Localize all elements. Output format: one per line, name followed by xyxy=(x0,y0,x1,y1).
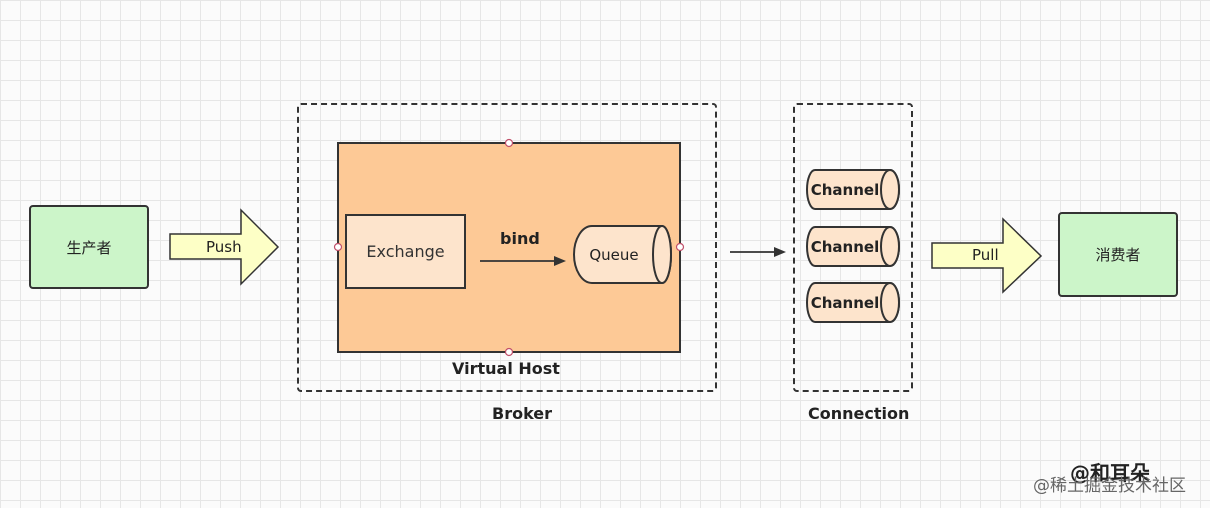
consumer-node: 消费者 xyxy=(1058,212,1178,297)
connection-container xyxy=(793,103,913,392)
pull-arrow xyxy=(931,217,1043,294)
queue-label: Queue xyxy=(589,245,639,264)
push-label: Push xyxy=(206,238,242,256)
channel-cylinder xyxy=(806,282,900,323)
connection-point xyxy=(504,347,514,357)
consumer-label: 消费者 xyxy=(1095,246,1141,264)
watermark-site: @稀土掘金技术社区 xyxy=(1033,476,1186,496)
channel-cylinder xyxy=(806,226,900,267)
channel-label: Channel xyxy=(810,293,880,312)
watermark-author: @和耳朵 xyxy=(1070,461,1150,485)
channel-label: Channel xyxy=(810,180,880,199)
broker-label: Broker xyxy=(492,404,553,423)
channel-label: Channel xyxy=(810,237,880,256)
broker-connection-arrow-head xyxy=(774,247,786,257)
connection-label: Connection xyxy=(808,404,910,423)
connection-point xyxy=(675,242,685,252)
bind-label: bind xyxy=(500,229,540,248)
producer-node: 生产者 xyxy=(29,205,149,289)
broker-container xyxy=(297,103,717,392)
push-arrow xyxy=(169,208,280,286)
exchange-label: Exchange xyxy=(366,242,445,261)
connection-point xyxy=(504,138,514,148)
virtual-host-label: Virtual Host xyxy=(452,359,560,378)
exchange-node: Exchange xyxy=(345,214,466,289)
connection-point xyxy=(333,242,343,252)
producer-label: 生产者 xyxy=(66,238,112,257)
channel-cylinder xyxy=(806,169,900,210)
pull-label: Pull xyxy=(972,246,999,264)
queue-cylinder xyxy=(573,225,672,284)
bind-arrow-head xyxy=(554,256,566,266)
